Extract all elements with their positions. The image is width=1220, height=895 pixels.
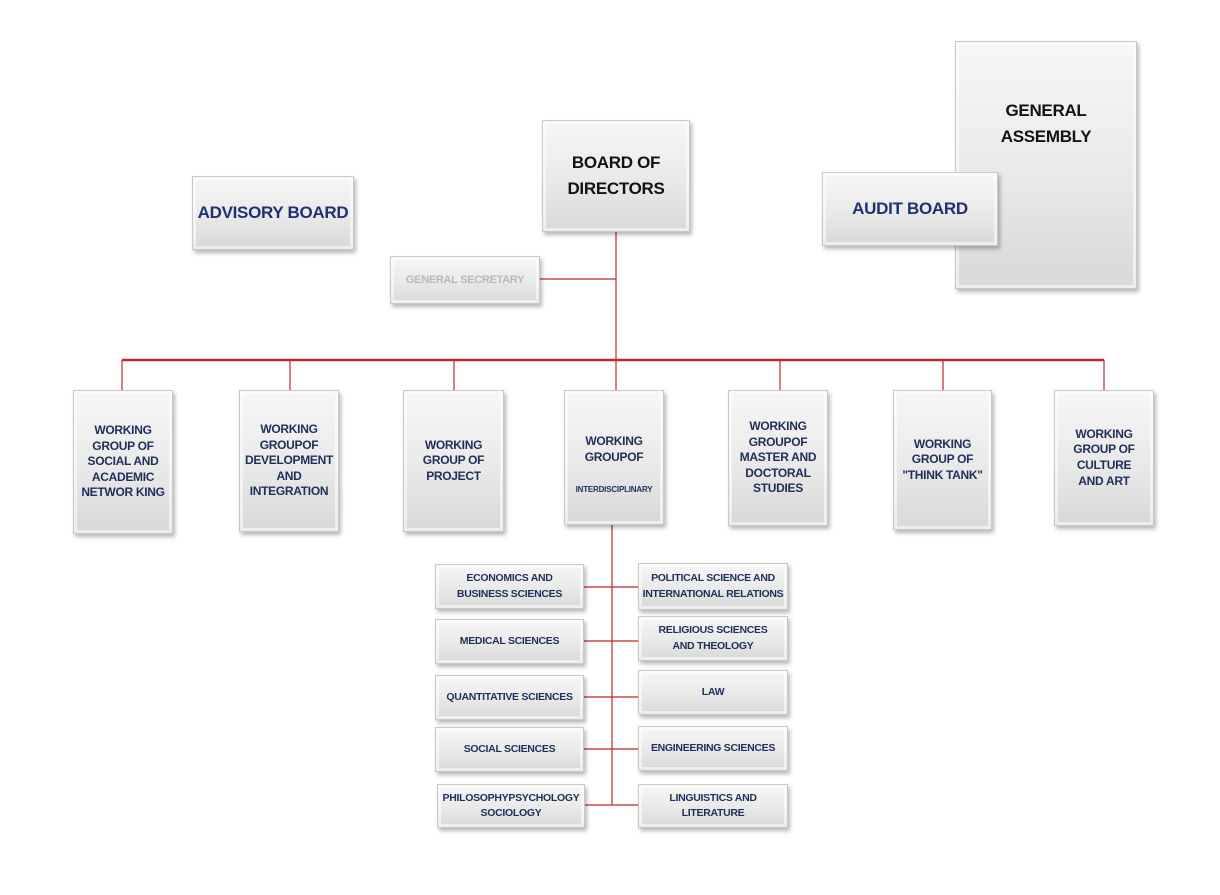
working-group-project: WORKING GROUP OF PROJECT: [403, 390, 504, 532]
science-box-law: LAW: [638, 670, 788, 715]
science-box-philosophy-psychology-sociology: PHILOSOPHYPSYCHOLOGY SOCIOLOGY: [437, 784, 585, 828]
general-secretary-box: GENERAL SECRETARY: [390, 256, 540, 304]
science-box-quantitative: QUANTITATIVE SCIENCES: [435, 675, 584, 720]
board-of-directors-box: BOARD OF DIRECTORS: [542, 120, 690, 232]
working-group-master-doctoral-studies: WORKING GROUPOF MASTER AND DOCTORAL STUD…: [728, 390, 828, 526]
working-group-culture-art: WORKING GROUP OF CULTURE AND ART: [1054, 390, 1154, 526]
science-box-linguistics-literature: LINGUISTICS AND LITERATURE: [638, 784, 788, 828]
science-box-religious-theology: RELIGIOUS SCIENCES AND THEOLOGY: [638, 616, 788, 661]
working-group-interdisciplinary: WORKING GROUPOF INTERDISCIPLINARY: [564, 390, 664, 525]
working-group-interdisciplinary-title: WORKING GROUPOF: [584, 434, 644, 464]
science-box-political-international: POLITICAL SCIENCE AND INTERNATIONAL RELA…: [638, 563, 788, 610]
science-box-medical: MEDICAL SCIENCES: [435, 619, 584, 664]
interdisciplinary-text: WORKING GROUPOF INTERDISCIPLINARY: [576, 419, 653, 497]
science-box-social: SOCIAL SCIENCES: [435, 727, 584, 772]
general-assembly-box: GENERAL ASSEMBLY: [955, 41, 1137, 289]
science-box-engineering: ENGINEERING SCIENCES: [638, 726, 788, 771]
working-group-think-tank: WORKING GROUP OF "THINK TANK": [893, 390, 992, 530]
interdisciplinary-label: INTERDISCIPLINARY: [575, 484, 653, 494]
audit-board-box: AUDIT BOARD: [822, 172, 998, 246]
advisory-board-box: ADVISORY BOARD: [192, 176, 354, 250]
working-group-social-academic-networking: WORKING GROUP OF SOCIAL AND ACADEMIC NET…: [73, 390, 173, 534]
science-box-economics-business: ECONOMICS AND BUSINESS SCIENCES: [435, 564, 584, 609]
working-group-development-integration: WORKING GROUPOF DEVELOPMENT AND INTEGRAT…: [239, 390, 339, 532]
